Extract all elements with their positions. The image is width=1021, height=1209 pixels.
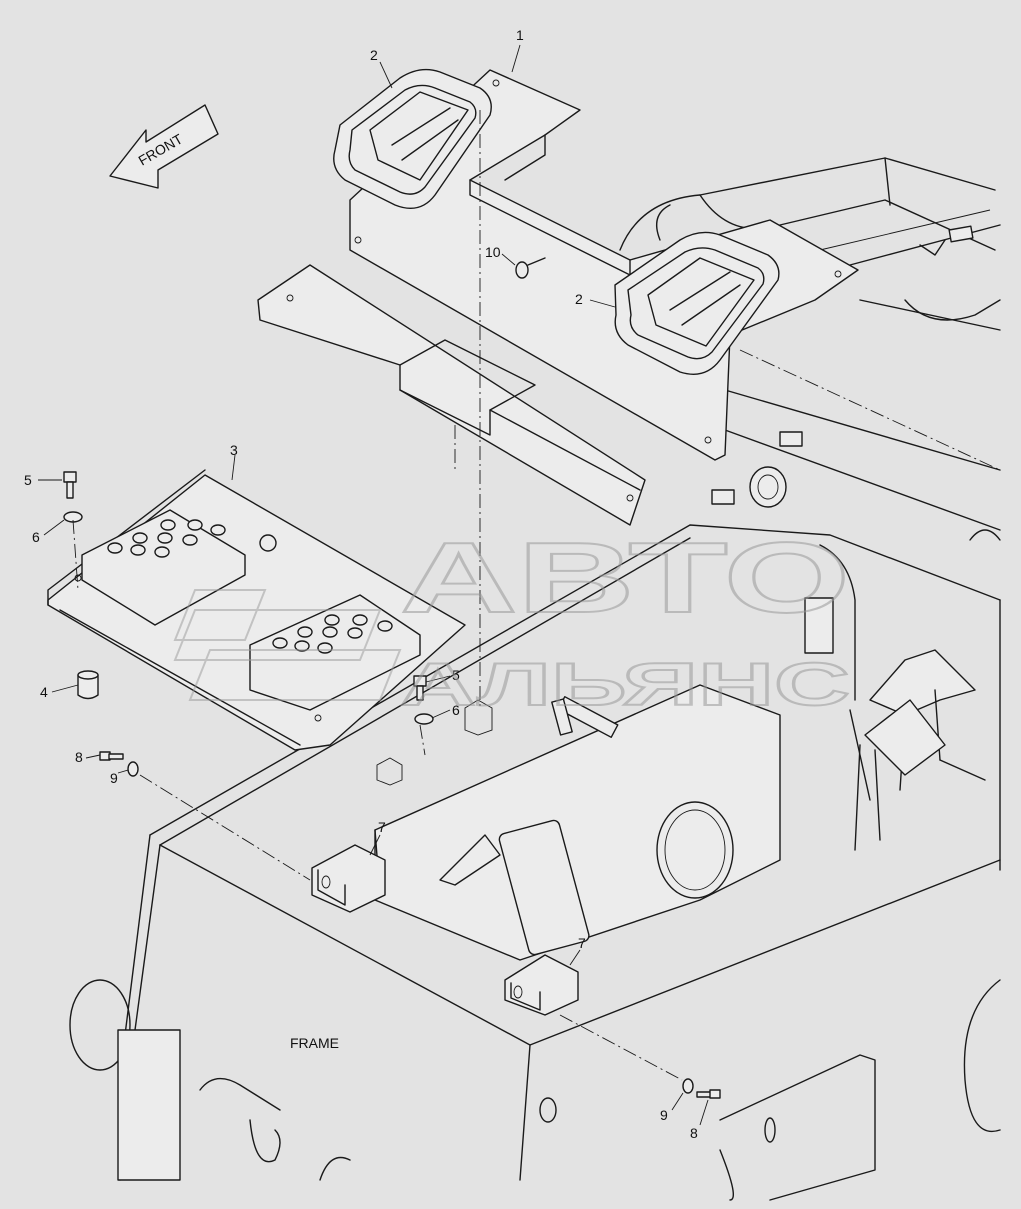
assembly-lines <box>376 110 493 786</box>
callout-1: 1 <box>516 27 524 43</box>
channel-bracket <box>257 264 646 526</box>
bolt-washer-left <box>63 471 83 591</box>
part-4-mount <box>77 670 99 700</box>
watermark: АВТО АЛЬЯНС <box>173 521 851 719</box>
callout-2: 2 <box>370 47 378 63</box>
part-1-bracket <box>349 69 859 461</box>
callout-9: 9 <box>660 1107 668 1123</box>
callout-8: 8 <box>690 1125 698 1141</box>
bolt-washer-right <box>413 675 434 725</box>
cover-bolt-holes <box>107 519 393 654</box>
watermark-logo-mark <box>173 589 402 701</box>
front-arrow: FRONT <box>109 104 219 189</box>
watermark-line2: АЛЬЯНС <box>400 651 850 718</box>
frame-body <box>69 524 1001 1201</box>
fastener-8-9-lower <box>559 1014 721 1099</box>
callout-6: 6 <box>452 702 460 718</box>
callout-8: 8 <box>75 749 83 765</box>
callout-10: 10 <box>485 244 501 260</box>
part-2-handle-right <box>614 231 780 375</box>
rubber-blocks <box>711 431 803 508</box>
upper-frame <box>619 157 1001 541</box>
part-10-grommet <box>515 257 546 279</box>
tank-box <box>374 684 781 961</box>
watermark-line1: АВТО <box>400 522 850 634</box>
callout-2: 2 <box>575 291 583 307</box>
frame-label: FRAME <box>290 1035 339 1051</box>
callout-numbers: 1 2 2 3 4 5 5 6 6 7 7 8 8 9 9 10 <box>24 27 698 1141</box>
callout-7: 7 <box>578 935 586 951</box>
callout-3: 3 <box>230 442 238 458</box>
callout-4: 4 <box>40 684 48 700</box>
fastener-8-9-upper <box>99 751 311 881</box>
callout-7: 7 <box>378 819 386 835</box>
part-2-handle-left <box>333 68 492 209</box>
part-7-bracket-upper <box>311 844 386 913</box>
callout-5: 5 <box>452 667 460 683</box>
callout-6: 6 <box>32 529 40 545</box>
leader-lines <box>38 44 709 1126</box>
shaft-assemblies <box>551 597 986 851</box>
callout-9: 9 <box>110 770 118 786</box>
callout-5: 5 <box>24 472 32 488</box>
part-7-bracket-lower <box>504 954 579 1016</box>
